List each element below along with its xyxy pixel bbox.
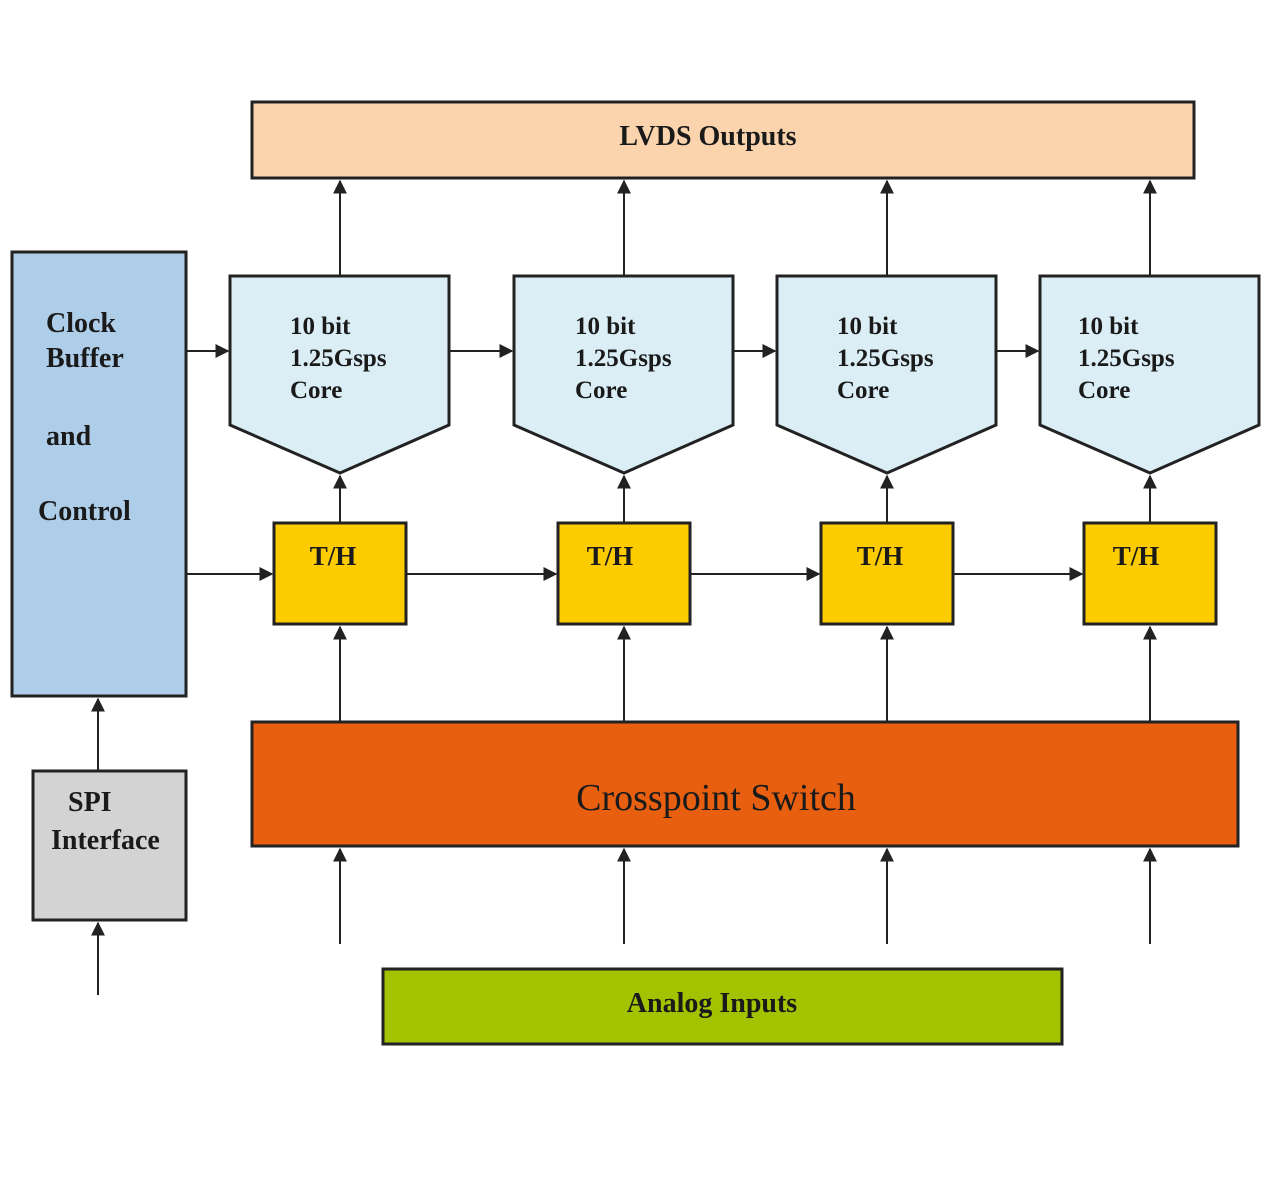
track-hold-2 [556, 521, 692, 626]
adc-core-2 [512, 274, 735, 475]
core-1-line3: Core [290, 377, 342, 404]
track-hold-3 [819, 521, 955, 626]
spi-label-line1: SPI [68, 787, 112, 818]
core-2-line1: 10 bit [575, 313, 636, 340]
lvds-outputs-label: LVDS Outputs [619, 121, 796, 152]
clock-label-line4: Control [38, 496, 131, 527]
track-hold-2-label: T/H [587, 541, 634, 571]
crosspoint-switch-block [250, 720, 1240, 848]
th-to-core-arrows [333, 474, 1157, 523]
core-4-line1: 10 bit [1078, 313, 1139, 340]
core-to-lvds-arrows [333, 179, 1157, 276]
core-4-line2: 1.25Gsps [1078, 345, 1175, 372]
core-3-line3: Core [837, 377, 889, 404]
adc-core-4 [1038, 274, 1261, 475]
core-1-line2: 1.25Gsps [290, 345, 387, 372]
core-2-line3: Core [575, 377, 627, 404]
core-3-line2: 1.25Gsps [837, 345, 934, 372]
core-4-line3: Core [1078, 377, 1130, 404]
analog-inputs-block [381, 967, 1064, 1046]
spi-interface-block [31, 769, 188, 922]
track-hold-3-label: T/H [857, 541, 904, 571]
core-1-line1: 10 bit [290, 313, 351, 340]
adc-core-3 [775, 274, 998, 475]
core-3-line1: 10 bit [837, 313, 898, 340]
clock-label-line1: Clock [46, 308, 116, 339]
track-hold-4-label: T/H [1113, 541, 1160, 571]
input-to-crosspoint-arrows [333, 847, 1157, 944]
clock-label-line3: and [46, 421, 92, 452]
crosspoint-to-th-arrows [333, 625, 1157, 722]
track-hold-1-label: T/H [310, 541, 357, 571]
track-hold-4 [1082, 521, 1218, 626]
clock-label-line2: Buffer [46, 343, 124, 374]
crosspoint-switch-label: Crosspoint Switch [576, 777, 856, 819]
spi-label-line2: Interface [51, 825, 160, 856]
core-2-line2: 1.25Gsps [575, 345, 672, 372]
track-hold-1 [272, 521, 408, 626]
analog-inputs-label: Analog Inputs [627, 988, 798, 1019]
lvds-outputs-block [250, 100, 1196, 180]
adc-core-1 [228, 274, 451, 475]
clock-buffer-block [10, 250, 188, 698]
